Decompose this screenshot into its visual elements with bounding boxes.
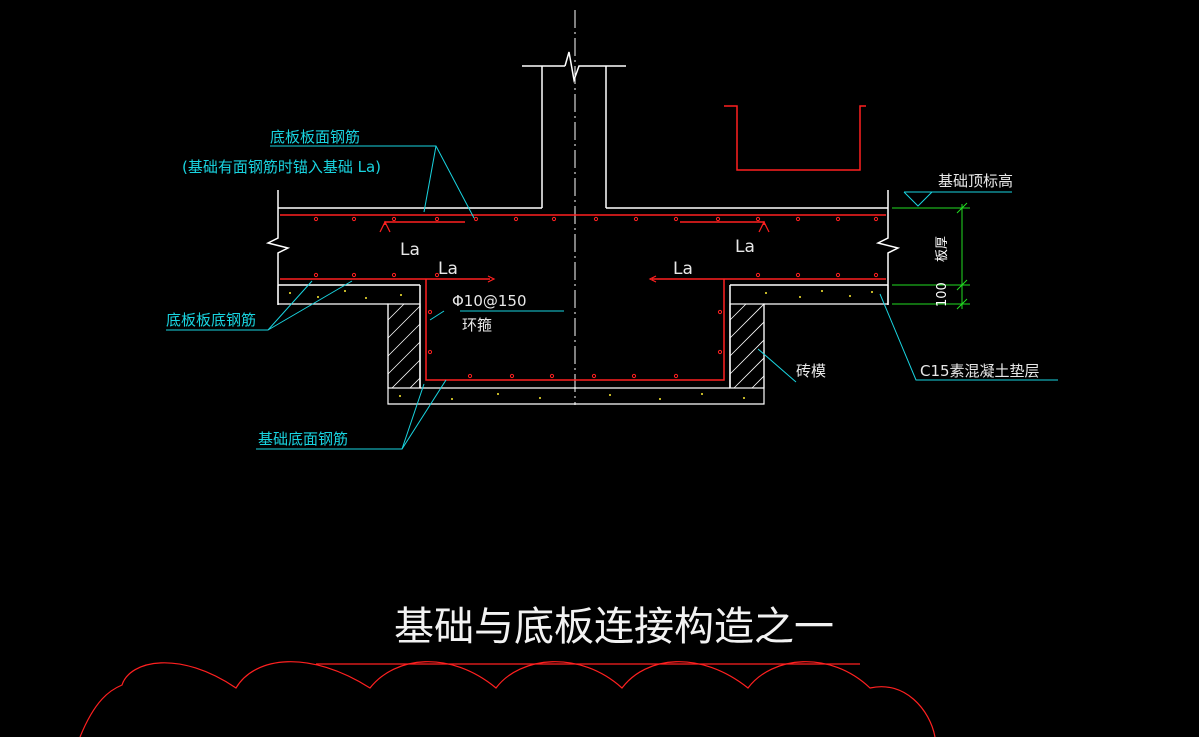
brick-form-right	[729, 303, 765, 389]
label-bottom-slab-rebar: 底板板底钢筋	[166, 311, 256, 329]
label-stirrup-name: 环箍	[462, 316, 492, 334]
label-top-rebar-note: (基础有面钢筋时锚入基础 La)	[182, 158, 381, 176]
slab-outline	[265, 190, 901, 388]
label-slab-thickness: 板厚	[935, 236, 950, 262]
leader-lines	[166, 145, 1058, 450]
brick-form-left	[387, 303, 421, 389]
la-bar-upper-left	[384, 221, 465, 225]
label-la-upper-left: La	[400, 240, 420, 260]
dimension-lines	[892, 202, 970, 310]
label-cushion: C15素混凝土垫层	[920, 362, 1040, 380]
column	[522, 51, 626, 208]
cushion-layer	[277, 285, 889, 405]
label-la-upper-right: La	[735, 237, 755, 257]
label-top-rebar: 底板板面钢筋	[270, 128, 360, 146]
rebar-dots	[313, 216, 879, 379]
label-cushion-thickness: 100	[935, 282, 950, 307]
pit-symbol	[724, 105, 866, 171]
cushion-aggregate	[289, 290, 873, 400]
la-arrows	[379, 220, 770, 283]
label-stirrup-spec: Φ10@150	[452, 292, 527, 310]
label-la-lower-right: La	[673, 259, 693, 279]
label-top-elevation: 基础顶标高	[938, 172, 1013, 190]
label-la-lower-left: La	[438, 259, 458, 279]
la-bar-upper-right	[680, 221, 765, 225]
rebar	[280, 214, 886, 381]
label-foundation-bottom-rebar: 基础底面钢筋	[258, 430, 348, 448]
revision-cloud	[79, 661, 936, 737]
pit-stirrup	[425, 291, 725, 381]
label-brick-form: 砖模	[796, 362, 826, 380]
drawing-title: 基础与底板连接构造之一	[394, 604, 834, 650]
